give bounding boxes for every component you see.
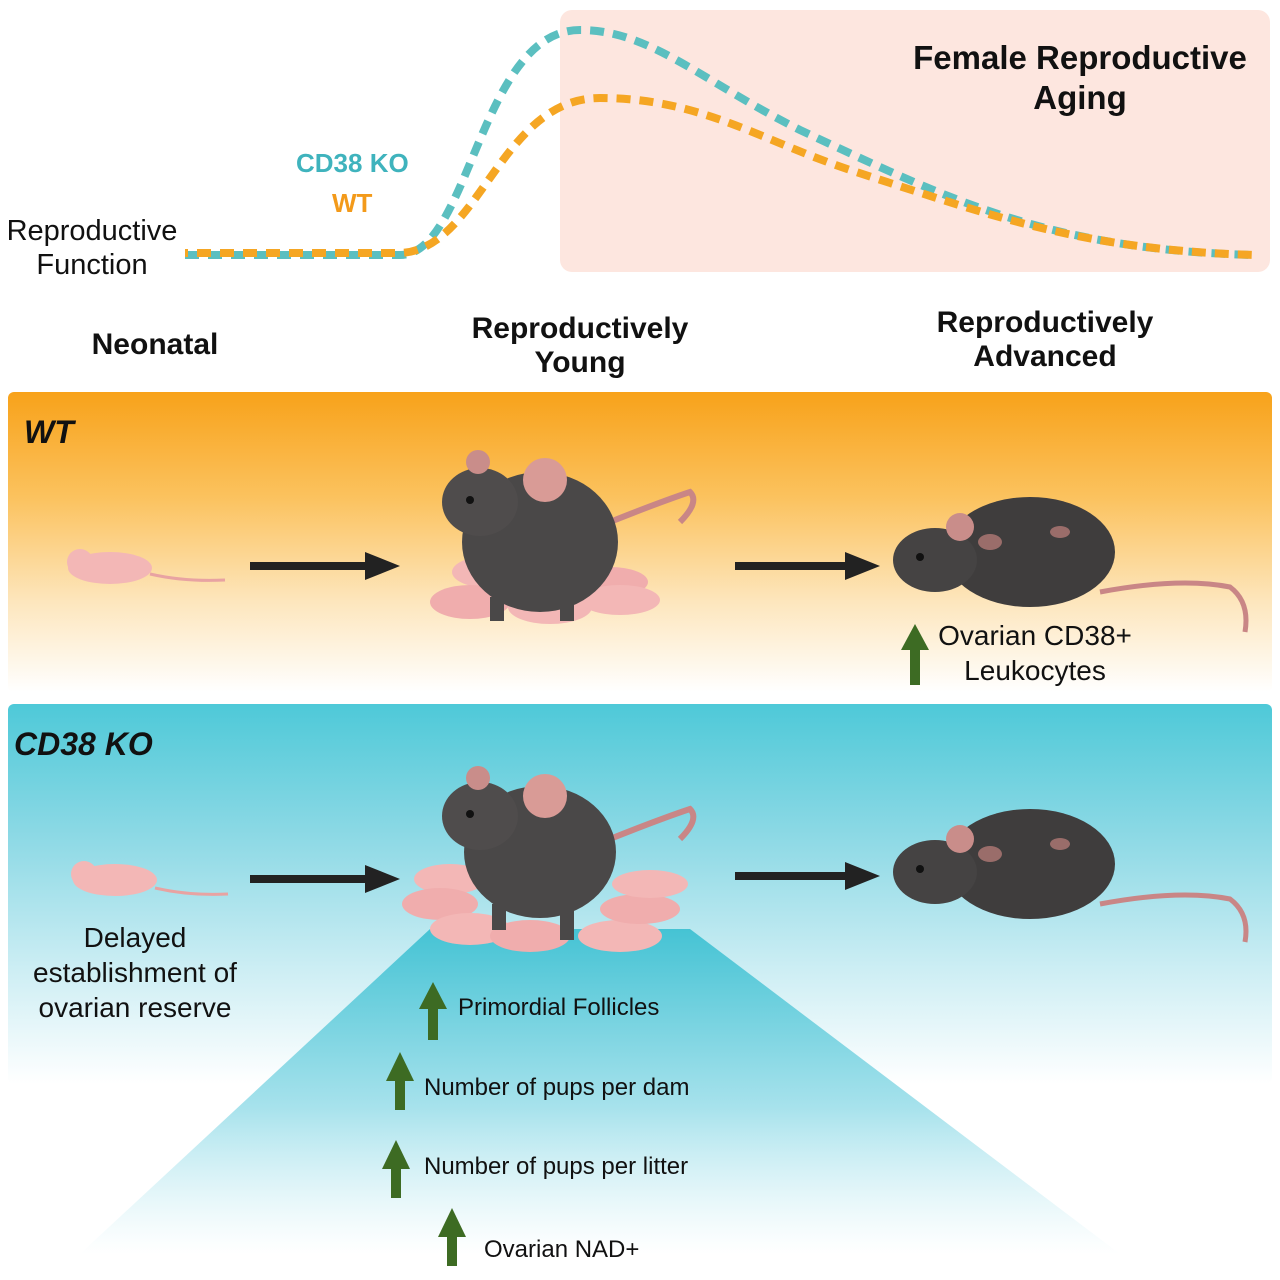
up-arrow-icon	[386, 1052, 414, 1110]
up-arrow-icon	[382, 1140, 410, 1198]
aged-mouse-icon	[893, 809, 1249, 943]
y-axis-label: Reproductive Function	[6, 215, 178, 281]
ko-neonatal-note: Delayed establishment of ovarian reserve	[33, 922, 237, 1023]
wt-illustration	[67, 450, 1249, 685]
right-arrow-icon	[250, 552, 400, 580]
wt-advanced-note: Ovarian CD38+ Leukocytes	[938, 620, 1132, 686]
aging-title: Female Reproductive Aging	[913, 39, 1247, 116]
adult-mouse-icon	[442, 766, 697, 940]
aging-region	[560, 10, 1270, 272]
effect-ovarian-nad: Ovarian NAD+	[484, 1236, 640, 1263]
effect-primordial-follicles: Primordial Follicles	[458, 994, 660, 1021]
aged-mouse-icon	[893, 497, 1249, 633]
ko-curve	[185, 25, 1256, 259]
stage-advanced: Reproductively Advanced	[936, 306, 1154, 373]
ko-illustration	[71, 766, 1249, 1266]
stage-young: Reproductively Young	[471, 312, 689, 379]
wt-curve	[185, 93, 1256, 259]
legend-ko: CD38 KO	[296, 148, 409, 178]
detail-cone	[80, 929, 1120, 1254]
right-arrow-icon	[735, 552, 880, 580]
legend-wt: WT	[332, 188, 373, 218]
mouse-pup-icon	[402, 864, 688, 952]
mouse-pup-icon	[67, 549, 226, 584]
adult-mouse-icon	[442, 450, 697, 621]
effect-pups-per-dam: Number of pups per dam	[424, 1074, 690, 1101]
up-arrow-icon	[438, 1208, 466, 1266]
ko-panel-label: CD38 KO	[14, 726, 153, 762]
reproductive-function-curves	[185, 25, 1256, 259]
mouse-pup-icon	[71, 861, 229, 896]
stage-neonatal: Neonatal	[91, 328, 219, 361]
up-arrow-icon	[901, 624, 929, 685]
wt-panel-label: WT	[24, 414, 74, 450]
right-arrow-icon	[735, 862, 880, 890]
effect-pups-per-litter: Number of pups per litter	[424, 1153, 689, 1180]
up-arrow-icon	[419, 982, 447, 1040]
right-arrow-icon	[250, 865, 400, 893]
